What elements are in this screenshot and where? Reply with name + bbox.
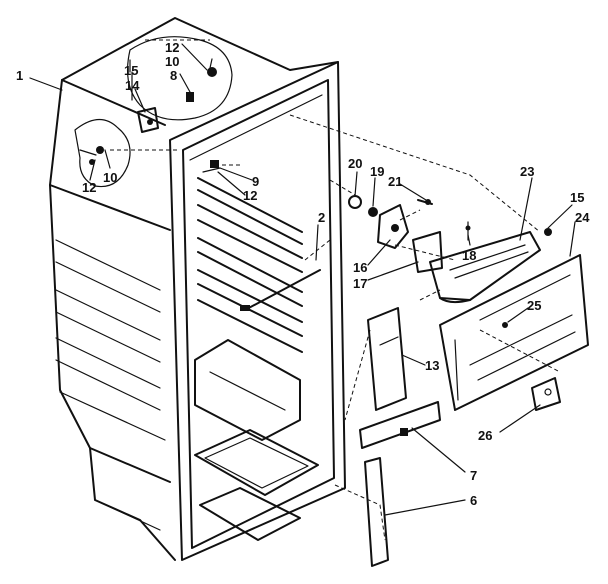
light-socket-part	[202, 160, 221, 173]
callout-6: 6	[470, 493, 477, 508]
control-parts-top	[79, 59, 217, 165]
callout-10-lower: 10	[103, 170, 117, 185]
callout-17: 17	[353, 276, 367, 291]
callout-12-lower: 12	[82, 180, 96, 195]
callout-26: 26	[478, 428, 492, 443]
callout-18: 18	[462, 248, 476, 263]
callout-21: 21	[388, 174, 402, 189]
shelf-rod-part	[240, 269, 321, 311]
callout-1: 1	[16, 68, 23, 83]
trim-part-6	[364, 457, 389, 567]
callout-10: 10	[165, 54, 179, 69]
liner-frame	[169, 61, 346, 561]
callout-23: 23	[520, 164, 534, 179]
callout-12: 12	[165, 40, 179, 55]
control-assembly	[348, 195, 471, 273]
cover-part-13	[367, 307, 407, 411]
bracket-part-26	[531, 377, 561, 411]
callout-24: 24	[575, 210, 590, 225]
callout-20: 20	[348, 156, 362, 171]
callout-25: 25	[527, 298, 541, 313]
callout-16: 16	[353, 260, 367, 275]
callout-14: 14	[125, 78, 140, 93]
callout-19: 19	[370, 164, 384, 179]
trim-part-7	[359, 401, 441, 449]
rear-panel	[439, 228, 589, 411]
control-housing	[429, 231, 541, 304]
callout-12-liner: 12	[243, 188, 257, 203]
callout-15: 15	[124, 63, 138, 78]
leader-lines	[29, 43, 576, 516]
callout-labels: 1 12 10 15 8 14 12 10 9 12 2 20 19 21 23…	[16, 40, 590, 508]
callout-2: 2	[318, 210, 325, 225]
callout-7: 7	[470, 468, 477, 483]
callout-9: 9	[252, 174, 259, 189]
assembly-guides	[110, 39, 561, 541]
cabinet-liner	[49, 17, 339, 561]
callout-8: 8	[170, 68, 177, 83]
callout-15-right: 15	[570, 190, 584, 205]
callout-13: 13	[425, 358, 439, 373]
